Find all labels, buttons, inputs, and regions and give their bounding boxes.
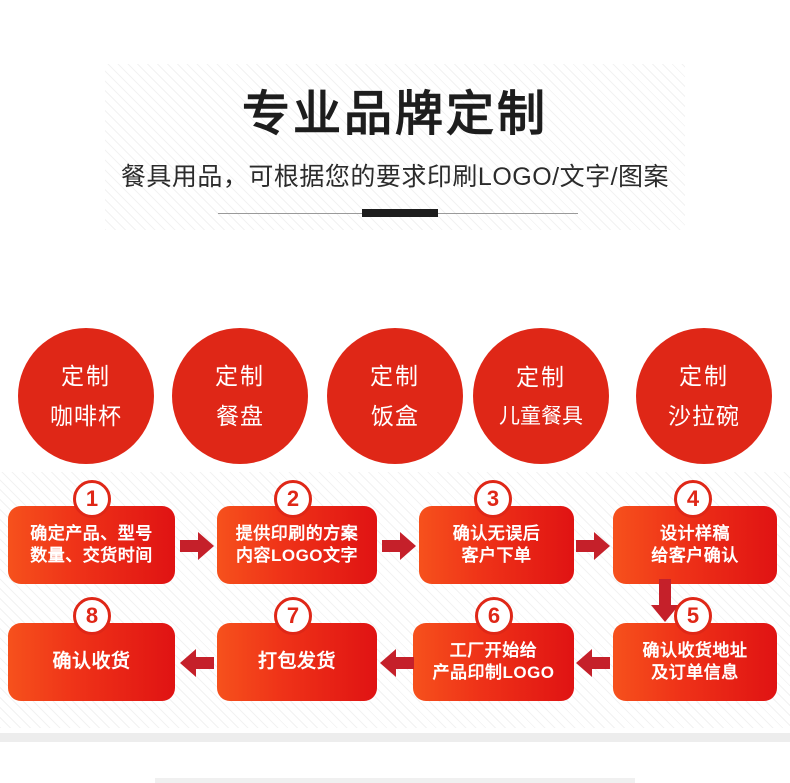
process-step-badge-4: 4: [674, 480, 712, 518]
process-step-line1: 确认收货地址: [642, 641, 748, 660]
process-step-badge-1: 1: [73, 480, 111, 518]
process-step-line1: 打包发货: [257, 651, 336, 672]
category-prefix: 定制: [61, 362, 111, 389]
process-step-3[interactable]: 确认无误后 客户下单: [419, 506, 574, 584]
header-section: 专业品牌定制 餐具用品，可根据您的要求印刷LOGO/文字/图案: [0, 64, 790, 234]
arrow-left-icon: [180, 648, 214, 678]
process-step-4[interactable]: 设计样稿 给客户确认: [613, 506, 777, 584]
process-step-badge-5: 5: [674, 597, 712, 635]
process-step-line1: 工厂开始给: [449, 641, 538, 660]
category-name: 餐盘: [216, 402, 264, 429]
process-step-6[interactable]: 工厂开始给 产品印制LOGO: [413, 623, 574, 701]
process-step-line1: 设计样稿: [660, 524, 730, 543]
process-step-badge-2: 2: [274, 480, 312, 518]
process-step-badge-3: 3: [474, 480, 512, 518]
arrow-left-icon: [576, 648, 610, 678]
process-step-2[interactable]: 提供印刷的方案 内容LOGO文字: [217, 506, 377, 584]
category-circle-plate[interactable]: 定制 餐盘: [172, 328, 308, 464]
process-step-8[interactable]: 确认收货: [8, 623, 175, 701]
category-name: 儿童餐具: [499, 404, 583, 428]
category-prefix: 定制: [516, 363, 566, 390]
arrow-right-icon: [382, 531, 416, 561]
arrow-down-icon: [650, 579, 680, 623]
arrow-right-icon: [576, 531, 610, 561]
category-prefix: 定制: [215, 362, 265, 389]
category-circle-salad-bowl[interactable]: 定制 沙拉碗: [636, 328, 772, 464]
process-step-line2: 内容LOGO文字: [235, 546, 359, 565]
process-step-line1: 确定产品、型号: [30, 524, 153, 543]
process-step-badge-6: 6: [475, 597, 513, 635]
process-step-line2: 给客户确认: [651, 546, 739, 565]
process-step-5[interactable]: 确认收货地址 及订单信息: [613, 623, 777, 701]
process-step-line1: 提供印刷的方案: [235, 524, 359, 543]
arrow-right-icon: [180, 531, 214, 561]
footer-band: [155, 778, 635, 783]
header-hatch-background: [105, 64, 685, 230]
process-step-badge-8: 8: [73, 597, 111, 635]
category-circle-lunch-box[interactable]: 定制 饭盒: [327, 328, 463, 464]
process-step-line2: 产品印制LOGO: [432, 663, 555, 682]
page-title: 专业品牌定制: [241, 88, 548, 141]
category-circle-row: 定制 咖啡杯 定制 餐盘 定制 饭盒 定制 儿童餐具 定制 沙拉碗: [0, 328, 790, 464]
process-step-line2: 及订单信息: [651, 663, 739, 682]
process-step-line1: 确认收货: [52, 651, 131, 672]
category-name: 饭盒: [371, 402, 419, 429]
category-prefix: 定制: [679, 362, 729, 389]
category-prefix: 定制: [370, 362, 420, 389]
process-step-line2: 数量、交货时间: [30, 546, 153, 565]
category-circle-kids-tableware[interactable]: 定制 儿童餐具: [473, 328, 609, 464]
category-circle-coffee-cup[interactable]: 定制 咖啡杯: [18, 328, 154, 464]
header-divider-accent: [362, 209, 438, 217]
arrow-left-icon: [380, 648, 414, 678]
section-divider-band: [0, 733, 790, 742]
page-subtitle: 餐具用品，可根据您的要求印刷LOGO/文字/图案: [120, 163, 670, 191]
process-step-line2: 客户下单: [461, 546, 532, 565]
category-name: 咖啡杯: [50, 402, 122, 429]
process-step-1[interactable]: 确定产品、型号 数量、交货时间: [8, 506, 175, 584]
process-step-line1: 确认无误后: [452, 524, 541, 543]
process-step-7[interactable]: 打包发货: [217, 623, 377, 701]
category-name: 沙拉碗: [668, 402, 740, 429]
process-step-badge-7: 7: [274, 597, 312, 635]
